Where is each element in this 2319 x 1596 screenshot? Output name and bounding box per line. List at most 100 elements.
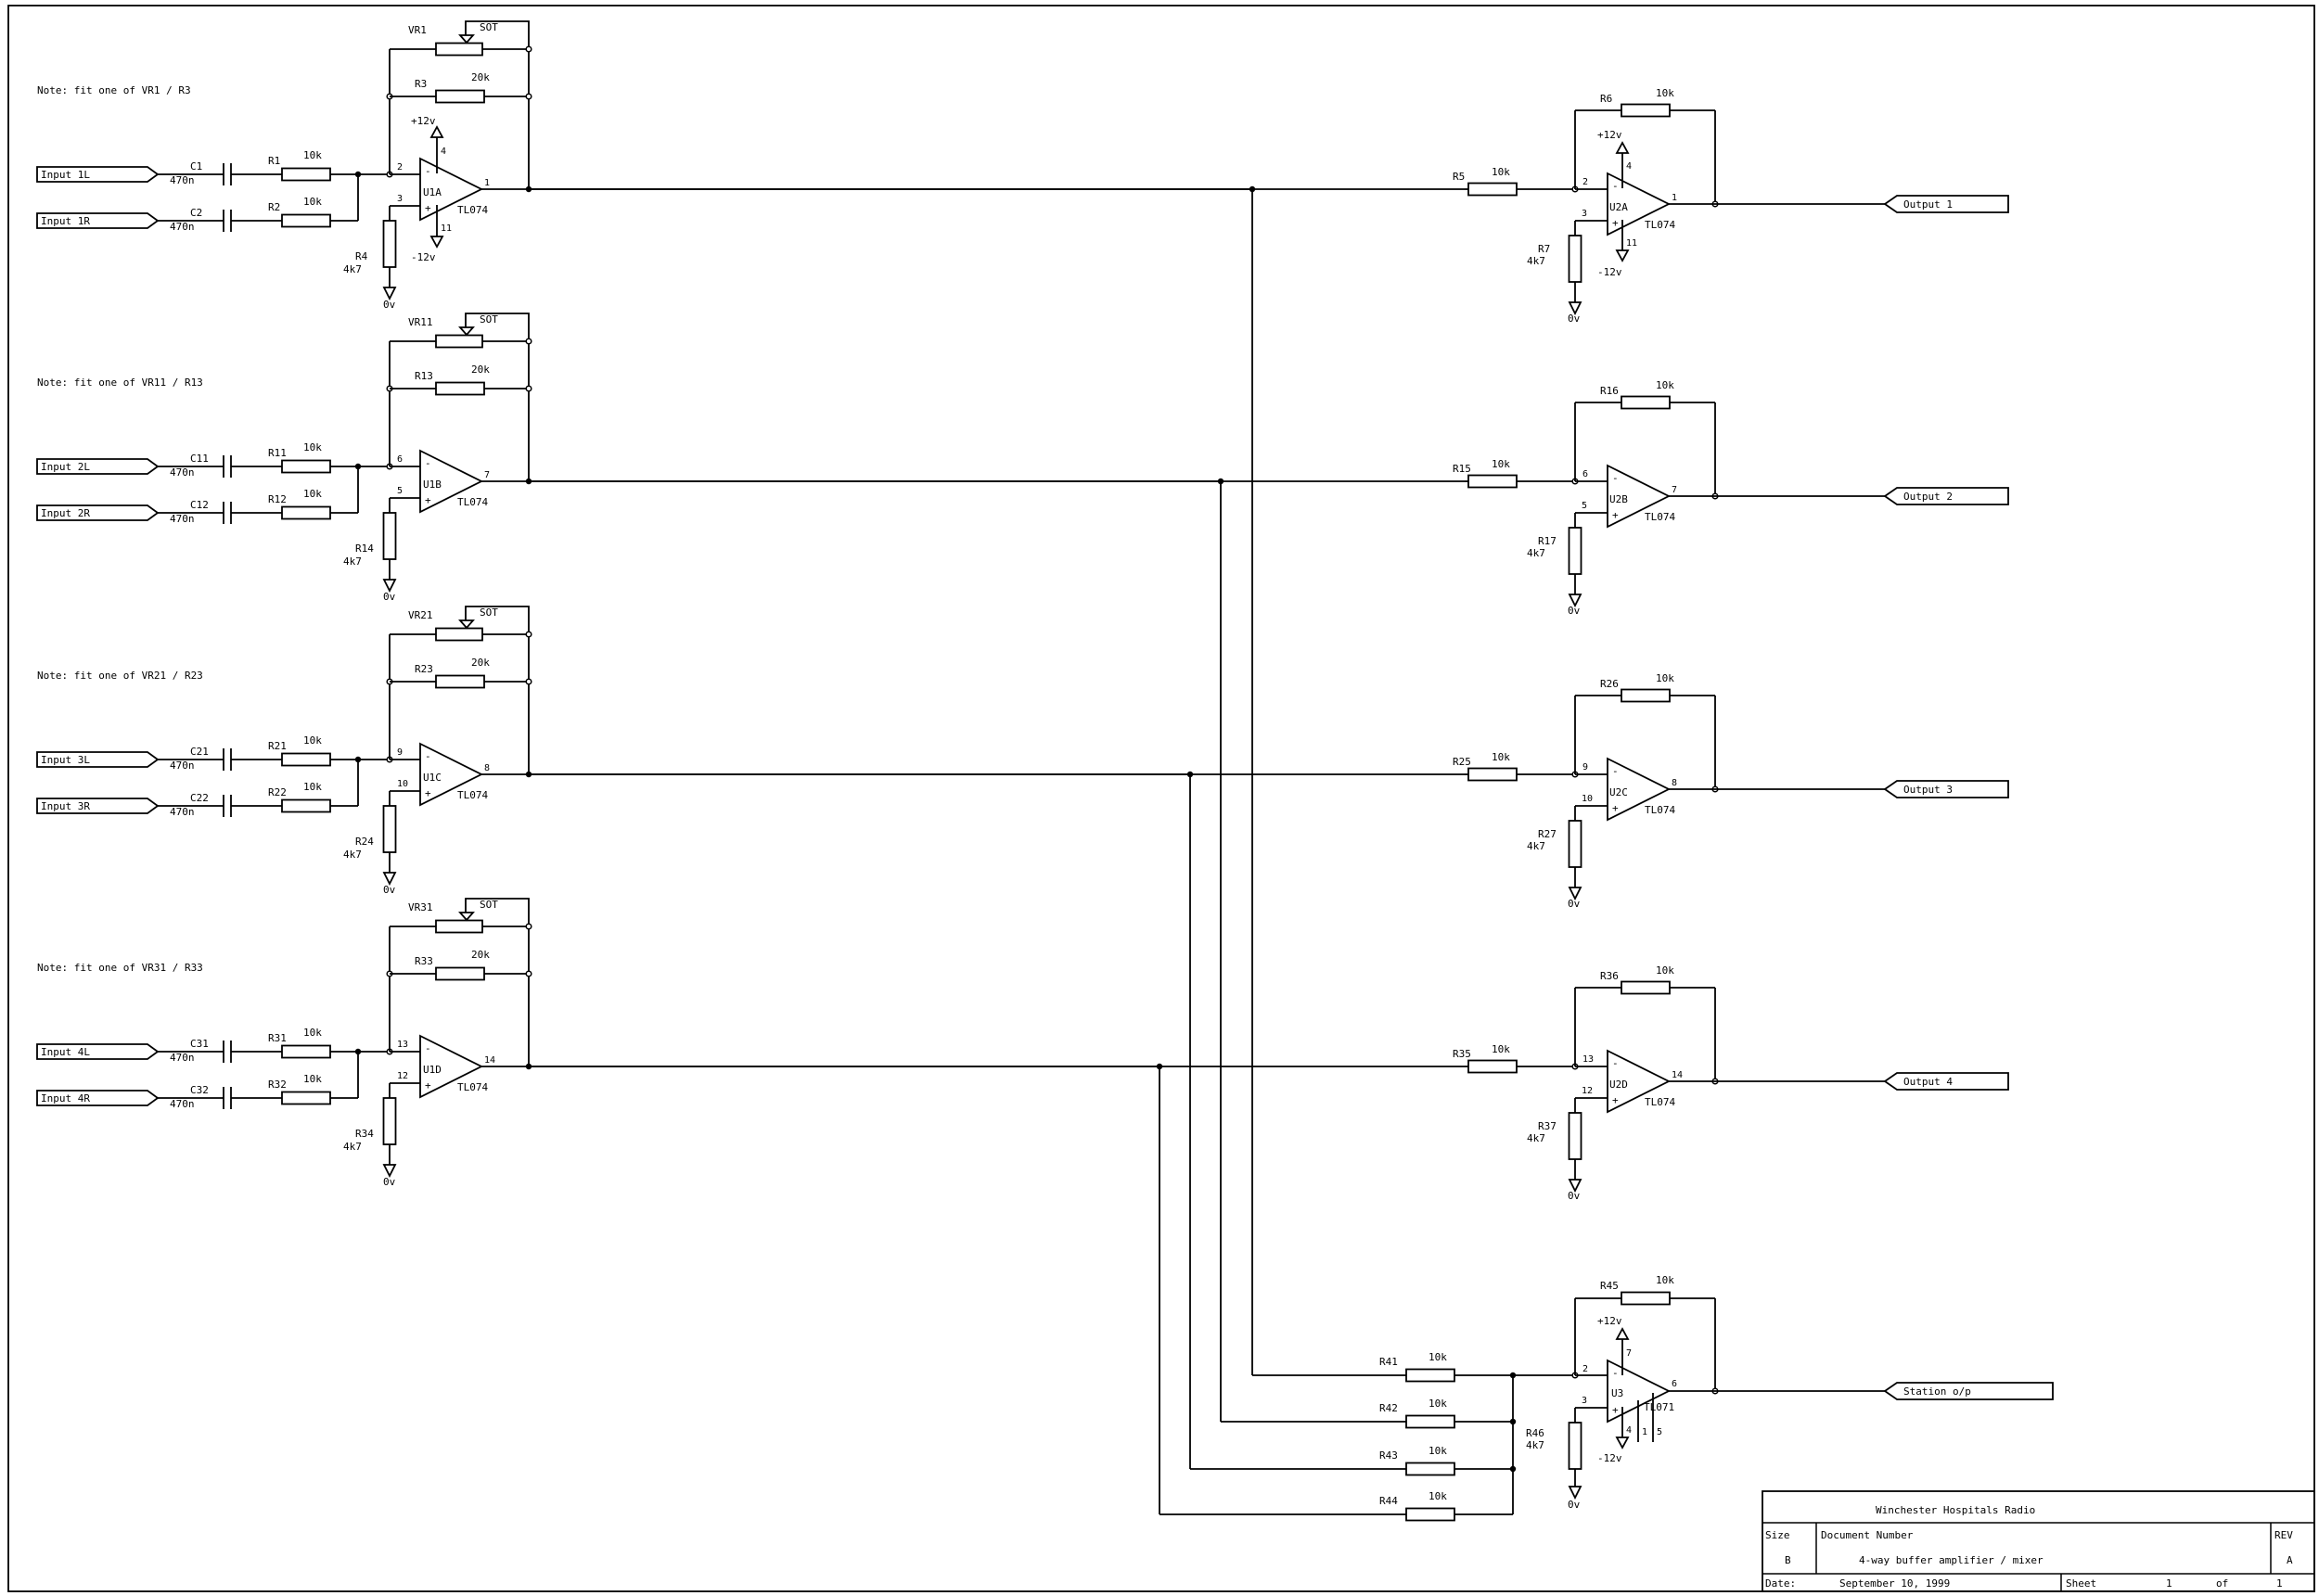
opamp-label: U3 bbox=[1611, 1387, 1623, 1399]
opamp-part: TL074 bbox=[457, 1081, 488, 1093]
supply-label: -12v bbox=[411, 251, 436, 263]
resistor-label: R24 bbox=[355, 836, 374, 848]
potentiometer-label: VR11 bbox=[408, 316, 433, 328]
input-resistor bbox=[281, 213, 331, 228]
feedback-resistor bbox=[435, 89, 485, 104]
pin-number: 12 bbox=[1582, 1086, 1593, 1096]
title-block-sheets: 1 bbox=[2276, 1577, 2283, 1590]
resistor-value: 4k7 bbox=[343, 263, 362, 275]
input-port-symbol bbox=[36, 458, 160, 475]
potentiometer-symbol bbox=[435, 42, 483, 57]
pin-number: 6 bbox=[1582, 469, 1588, 479]
pin-number: 9 bbox=[1582, 762, 1588, 772]
opamp-label: U1A bbox=[423, 186, 442, 198]
output-port-symbol bbox=[1883, 195, 2009, 213]
pin-number: 6 bbox=[397, 454, 403, 465]
pin-number: 3 bbox=[1582, 1396, 1587, 1406]
output-port-symbol bbox=[1883, 1382, 2054, 1400]
ground-resistor bbox=[382, 512, 397, 560]
pin-number: 10 bbox=[397, 779, 408, 789]
ground-icon bbox=[1568, 887, 1582, 901]
mixer-input-resistor bbox=[1405, 1368, 1455, 1383]
pin-number: 14 bbox=[484, 1055, 495, 1066]
resistor-value: 4k7 bbox=[1527, 840, 1545, 852]
resistor-label: R44 bbox=[1379, 1495, 1398, 1507]
resistor-value: 4k7 bbox=[343, 1141, 362, 1153]
resistor-label: R31 bbox=[268, 1032, 287, 1044]
potentiometer-symbol bbox=[435, 627, 483, 642]
opamp-label: U2A bbox=[1609, 201, 1628, 213]
block-note: Note: fit one of VR31 / R33 bbox=[37, 962, 203, 974]
ground-icon bbox=[382, 579, 397, 594]
input-port-label: Input 4L bbox=[41, 1046, 90, 1058]
resistor-value: 10k bbox=[303, 1027, 322, 1039]
ground-resistor bbox=[1568, 1112, 1582, 1160]
feedback-resistor bbox=[1621, 1291, 1671, 1306]
title-block-size-label: Size bbox=[1765, 1529, 1790, 1541]
resistor-value: 10k bbox=[1656, 1274, 1674, 1286]
ground-resistor bbox=[382, 1097, 397, 1145]
resistor-label: R15 bbox=[1453, 463, 1471, 475]
ground-label: 0v bbox=[383, 1176, 396, 1188]
opamp-symbol bbox=[419, 1034, 484, 1099]
connection-node bbox=[525, 970, 532, 977]
feedback-resistor bbox=[1621, 395, 1671, 410]
ground-label: 0v bbox=[1568, 605, 1581, 617]
input-port-symbol bbox=[36, 166, 160, 183]
input-port-label: Input 4R bbox=[41, 1092, 90, 1104]
pin-number: 3 bbox=[1582, 209, 1587, 219]
resistor-label: R36 bbox=[1600, 970, 1619, 982]
resistor-label: R11 bbox=[268, 447, 287, 459]
mixer-input-resistor bbox=[1405, 1462, 1455, 1476]
output-port-symbol bbox=[1883, 487, 2009, 505]
connection-node bbox=[525, 385, 532, 392]
input-port-label: Input 2L bbox=[41, 461, 90, 473]
ground-icon bbox=[382, 1164, 397, 1179]
output-port-label: Output 3 bbox=[1903, 784, 1953, 796]
resistor-label: R13 bbox=[415, 370, 433, 382]
resistor-label: R46 bbox=[1526, 1427, 1544, 1439]
supply-label: -12v bbox=[1597, 266, 1622, 278]
input-port-label: Input 2R bbox=[41, 507, 90, 519]
resistor-value: 4k7 bbox=[1527, 1132, 1545, 1144]
ground-label: 0v bbox=[1568, 313, 1581, 325]
output-port-symbol bbox=[1883, 1072, 2009, 1091]
pin-number: 2 bbox=[1582, 1364, 1588, 1374]
capacitor-value: 470n bbox=[170, 221, 195, 233]
feedback-resistor bbox=[435, 381, 485, 396]
opamp-minus-sign: - bbox=[425, 1042, 431, 1054]
opamp-part: TL074 bbox=[457, 496, 488, 508]
opamp-symbol bbox=[1607, 464, 1672, 529]
sheet-border bbox=[7, 5, 2315, 1592]
input-resistor bbox=[281, 459, 331, 474]
title-block-sheet-label: Sheet bbox=[2066, 1577, 2096, 1590]
title-block-date-label: Date: bbox=[1765, 1577, 1796, 1590]
opamp-plus-sign: + bbox=[1612, 1094, 1619, 1106]
input-resistor bbox=[1467, 767, 1518, 782]
resistor-label: R34 bbox=[355, 1128, 374, 1140]
ground-icon bbox=[1568, 1486, 1582, 1500]
resistor-value: 10k bbox=[1492, 166, 1510, 178]
resistor-value: 10k bbox=[1492, 458, 1510, 470]
potentiometer-wiper-icon bbox=[458, 34, 475, 45]
resistor-value: 10k bbox=[1656, 672, 1674, 684]
ground-label: 0v bbox=[1568, 1499, 1581, 1511]
capacitor-label: C21 bbox=[190, 746, 209, 758]
resistor-label: R45 bbox=[1600, 1280, 1619, 1292]
pin-number: 8 bbox=[484, 763, 490, 773]
resistor-label: R6 bbox=[1600, 93, 1612, 105]
connection-node bbox=[525, 93, 532, 100]
resistor-value: 4k7 bbox=[1527, 255, 1545, 267]
ground-resistor bbox=[1568, 527, 1582, 575]
pin-number: 8 bbox=[1672, 778, 1677, 788]
resistor-value: 10k bbox=[303, 1073, 322, 1085]
input-resistor bbox=[281, 798, 331, 813]
resistor-value: 10k bbox=[1492, 1043, 1510, 1055]
pin-number: 13 bbox=[397, 1040, 408, 1050]
opamp-label: U1B bbox=[423, 479, 442, 491]
block-note: Note: fit one of VR1 / R3 bbox=[37, 84, 191, 96]
opamp-part: TL071 bbox=[1644, 1401, 1674, 1413]
resistor-value: 10k bbox=[1429, 1490, 1447, 1502]
supply-positive-icon bbox=[429, 125, 444, 138]
input-port-symbol bbox=[36, 504, 160, 521]
